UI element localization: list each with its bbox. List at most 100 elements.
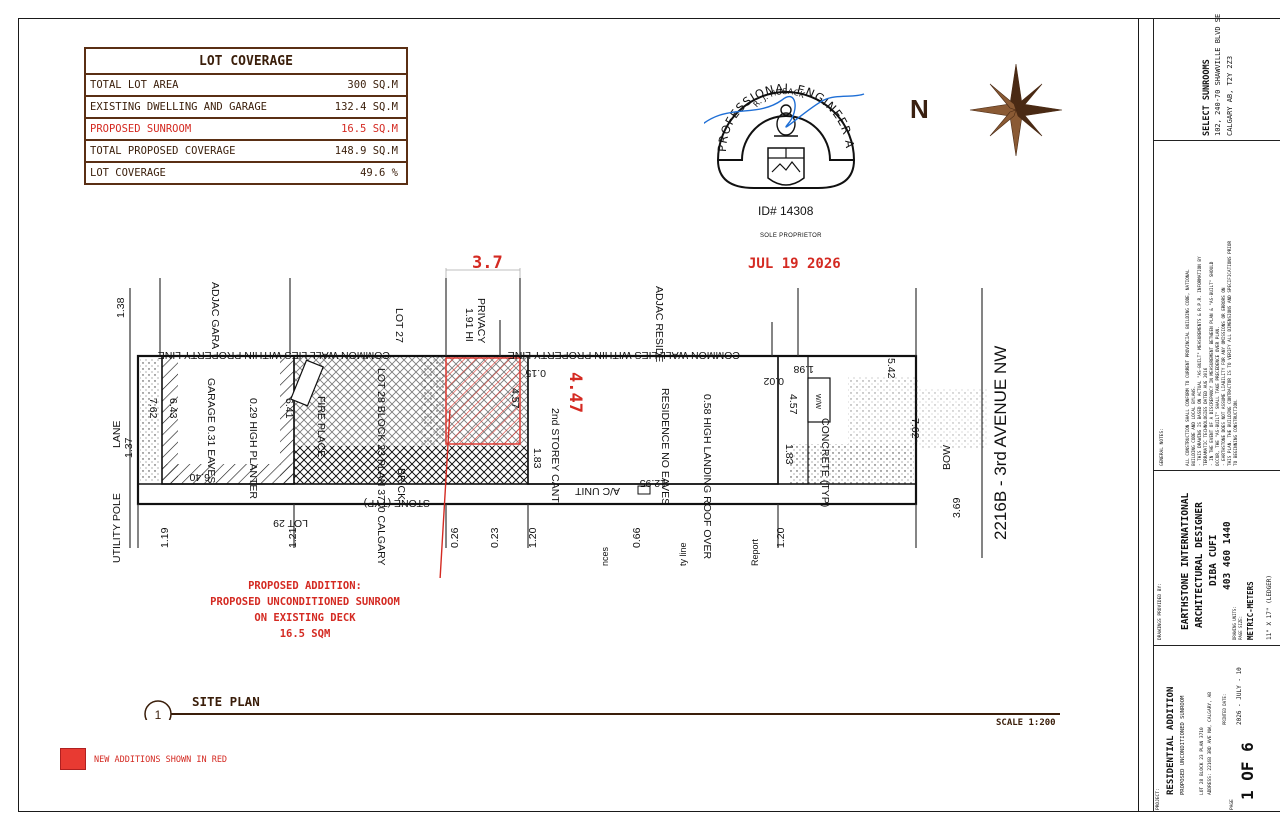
drawing-units-label: DRAWING UNITS: xyxy=(1232,606,1237,640)
fragment-label: nces xyxy=(600,546,610,566)
ww-label: W/W xyxy=(814,394,821,410)
designer-line: EARTHSTONE INTERNATIONAL xyxy=(1180,492,1191,630)
sunroom-depth: 4.47 xyxy=(565,372,585,413)
beaver-icon xyxy=(774,104,798,137)
note-line: TERRAMATIC TECHNOLOGIES DATED AUG 2016 xyxy=(1204,367,1209,466)
provided-by-label: DRAWINGS PROVIDED BY: xyxy=(1158,583,1163,640)
table-row: LOT COVERAGE 49.6 % xyxy=(86,163,406,183)
common-wall-label: COMMON WALL LIES WITHIN PROPERTY LINE xyxy=(158,349,390,361)
compass-rose-icon xyxy=(969,63,1063,157)
dim-label: 1.37 xyxy=(123,437,135,458)
designer-line: ARCHITECTURAL DESIGNER xyxy=(1194,502,1205,628)
row-value: 49.6 % xyxy=(360,167,398,179)
row-label: TOTAL LOT AREA xyxy=(90,79,179,91)
privacy-label: PRIVACY xyxy=(475,298,487,343)
dim-label: 7.62 xyxy=(909,418,921,439)
scale-label: SCALE 1:200 xyxy=(996,718,1056,728)
dim-label: 5.42 xyxy=(885,358,897,379)
landing-label: 0.58 HIGH LANDING ROOF OVER xyxy=(701,394,713,560)
proposed-addition-callout: PROPOSED ADDITION: PROPOSED UNCONDITIONE… xyxy=(170,578,440,642)
table-row: EXISTING DWELLING AND GARAGE 132.4 SQ.M xyxy=(86,97,406,119)
common-wall-label: COMMON WALL LIES WITHIN PROPERTY LINE xyxy=(508,349,740,361)
project-label: PROJECT: xyxy=(1156,788,1161,810)
page-size-label: PAGE SIZE: xyxy=(1238,615,1243,640)
dim-label: 0.23 xyxy=(489,527,501,548)
dim-label: 1.20 xyxy=(775,527,787,548)
note-line: THIS PLAN. THE BUILDING CONTRACTOR IS TO… xyxy=(1228,240,1233,466)
title-block xyxy=(1138,18,1280,812)
dim-label: 1.83 xyxy=(531,448,543,469)
lot-coverage-table: LOT COVERAGE TOTAL LOT AREA 300 SQ.M EXIS… xyxy=(84,47,408,185)
dim-label: 4.57 xyxy=(509,388,521,409)
dim-label: 1.21 xyxy=(287,527,299,548)
table-row-highlight: PROPOSED SUNROOM 16.5 SQ.M xyxy=(86,119,406,141)
page-size: 11" X 17" (LEDGER) xyxy=(1266,574,1273,640)
legend-text: NEW ADDITIONS SHOWN IN RED xyxy=(94,755,228,765)
row-value: 16.5 SQ.M xyxy=(341,123,398,135)
row-value: 132.4 SQ.M xyxy=(334,101,398,113)
note-line: TO BEGINNING CONSTRUCTION. xyxy=(1234,398,1239,466)
residence-label: RESIDENCE NO EAVES xyxy=(659,388,671,505)
ac-unit-label: A/C UNIT xyxy=(574,485,620,497)
project-subtitle: PROPOSED UNCONDITIONED SUNROOM xyxy=(1180,695,1186,795)
row-value: 300 SQ.M xyxy=(347,79,398,91)
legend-swatch xyxy=(60,748,86,770)
lot-block-label: LOT 28 BLOCK 23 PLAN 3710 CALGARY xyxy=(375,368,387,565)
note-line: - THIS DRAWING IS BASED ON ACTUAL "AS-BU… xyxy=(1198,256,1203,466)
lot-coverage-title: LOT COVERAGE xyxy=(86,49,406,75)
sunroom-width: 3.7 xyxy=(472,253,503,273)
dim-label: 1.91 HI xyxy=(463,308,475,342)
site-plan-number: 1 xyxy=(155,708,162,720)
cant-label: 2nd STOREY CANT xyxy=(549,408,561,503)
row-label: EXISTING DWELLING AND GARAGE xyxy=(90,101,268,113)
notes-label: GENERAL NOTES: xyxy=(1160,428,1165,466)
proposed-sunroom xyxy=(445,357,521,445)
adjacent-garage-label: ADJAC GARA xyxy=(209,282,221,349)
adjacent-residence-label: ADJAC RESIDE xyxy=(653,286,665,362)
utility-pole-label: UTILITY POLE xyxy=(111,493,123,563)
dim-label: 0.15 xyxy=(525,367,546,379)
bow-label: BOW xyxy=(941,445,953,470)
note-line: - IN THE EVENT OF A DISCREPANCY IN MEASU… xyxy=(1210,261,1215,466)
dim-label: 1.19 xyxy=(159,527,171,548)
callout-line: PROPOSED UNCONDITIONED SUNROOM xyxy=(210,596,400,608)
concrete-label: CONCRETE (TYP) xyxy=(819,418,831,507)
fragment-label: Report xyxy=(750,538,760,566)
project-title: RESIDENTIAL ADDITION xyxy=(1166,686,1176,795)
project-legal: LOT 28 BLOCK 23 PLAN 3710 xyxy=(1200,727,1205,795)
dim-label: 0.26 xyxy=(449,527,461,548)
site-plan-drawing: 3.7 4.47 1.38 7.62 LANE 1.37 6.43 6.41 6… xyxy=(111,253,1010,578)
note-line: OCCUR, THE "AS-BUILT" SHALL TAKE PRECEDE… xyxy=(1216,326,1221,466)
dim-label: 3.69 xyxy=(951,497,963,518)
dim-label: 0.66 xyxy=(631,527,643,548)
lot29-label: LOT 29 xyxy=(273,517,308,529)
lot27-label: LOT 27 xyxy=(393,308,405,343)
lane-label: LANE xyxy=(111,421,123,448)
seal-date: JUL 19 2026 xyxy=(748,256,841,272)
page-label: PAGE xyxy=(1230,799,1235,810)
dim-label: 1.83 xyxy=(783,444,795,465)
designer-line: 403 460 1440 xyxy=(1222,521,1233,590)
company-address: 102, 240-70 SHAWVILLE BLVD SE xyxy=(1214,13,1222,136)
fireplace-label: FIRE PLACE xyxy=(315,396,327,457)
project-address: ADDRESS: 2216B 3RD AVE NW, CALGARY, AB xyxy=(1208,692,1213,795)
page-number: 1 OF 6 xyxy=(1238,742,1257,800)
drawing-units: METRIC-METERS xyxy=(1246,581,1255,640)
note-line: ALL CONSTRUCTION SHALL CONFORM TO CURREN… xyxy=(1186,269,1191,466)
row-label: PROPOSED SUNROOM xyxy=(90,123,192,135)
dim-label: 4.57 xyxy=(787,394,799,415)
row-label: LOT COVERAGE xyxy=(90,167,166,179)
signature-icon xyxy=(704,93,865,128)
seal-sole-proprietor: SOLE PROPRIETOR xyxy=(760,233,822,239)
dim-label: 0.02 xyxy=(763,375,784,387)
dim-label: 1.20 xyxy=(527,527,539,548)
fragment-label: ty line xyxy=(678,542,688,566)
dim-label: 7.62 xyxy=(147,398,159,419)
planter-label: 0.29 HIGH PLANTER xyxy=(247,398,259,499)
callout-line: ON EXISTING DECK xyxy=(254,612,356,624)
row-label: TOTAL PROPOSED COVERAGE xyxy=(90,145,236,157)
garage-label: GARAGE 0.31 EAVES xyxy=(205,378,217,483)
dim-label: 6.40 xyxy=(189,471,210,483)
site-plan-title-bar: 1 xyxy=(144,700,1060,720)
